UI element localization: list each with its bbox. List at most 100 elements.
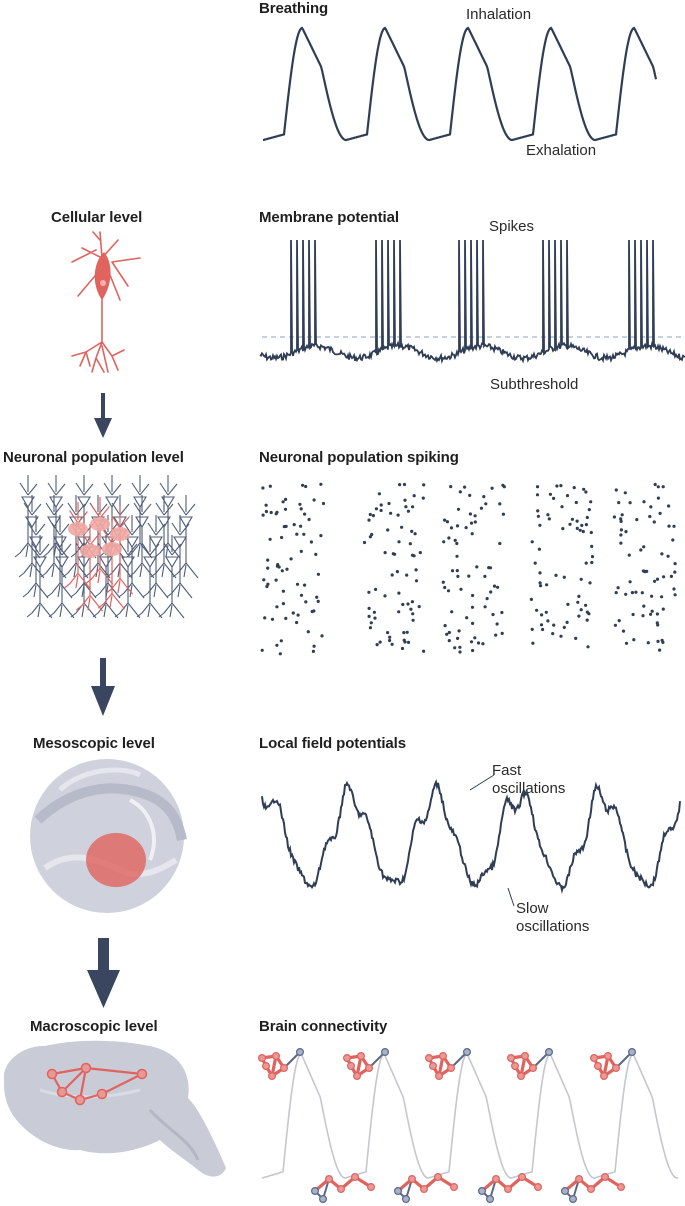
- pyramidal-neuron: [172, 495, 199, 579]
- lfp-title: Local field potentials: [259, 735, 406, 752]
- spike-dot: [575, 526, 579, 531]
- breathing-trace: [262, 26, 658, 142]
- network-node: [434, 1172, 443, 1181]
- spike-dot: [413, 532, 417, 536]
- spike-dot: [656, 496, 661, 500]
- spike-dot: [266, 566, 270, 570]
- spike-dot: [482, 495, 486, 499]
- spike-dot: [371, 514, 375, 518]
- spike-dot: [379, 503, 383, 507]
- network-node: [447, 1063, 456, 1072]
- spike-dot: [614, 488, 618, 492]
- network-node: [574, 1174, 583, 1183]
- spike-dot: [669, 574, 674, 579]
- spike-dot: [409, 607, 413, 611]
- spike-dot: [548, 492, 553, 496]
- network-node: [296, 1047, 305, 1056]
- spike-dot: [541, 627, 545, 632]
- network-node: [429, 1061, 438, 1070]
- spike-dot: [303, 512, 307, 516]
- spike-dot: [373, 616, 377, 620]
- spike-dot: [264, 509, 268, 514]
- pyramidal-neuron: [40, 495, 67, 579]
- spike-dot: [530, 540, 534, 544]
- spike-dot: [579, 608, 583, 612]
- spike-dot: [560, 505, 564, 509]
- spike-dot: [640, 591, 644, 595]
- spike-dot: [422, 649, 426, 653]
- spike-dot: [590, 555, 595, 559]
- spike-dot: [406, 509, 410, 513]
- spike-dot: [412, 554, 416, 558]
- spike-dot: [458, 650, 462, 654]
- macroscopic-level-label: Macroscopic level: [30, 1018, 158, 1035]
- spike-dot: [450, 569, 455, 573]
- spike-dot: [585, 515, 589, 520]
- pyramidal-neuron: [158, 535, 185, 619]
- spike-dot: [275, 605, 279, 609]
- spike-dot: [620, 513, 624, 517]
- spike-dot: [491, 612, 495, 617]
- spike-dot: [540, 613, 544, 617]
- spike-dot: [537, 547, 542, 551]
- breathing-title: Breathing: [259, 0, 329, 17]
- spike-dot: [414, 568, 418, 572]
- spike-dot: [456, 574, 460, 579]
- network-node: [435, 1071, 444, 1080]
- spike-dot: [302, 532, 306, 536]
- spike-dot: [671, 538, 675, 542]
- spike-dot: [453, 646, 457, 650]
- spike-dot: [408, 542, 412, 546]
- network-node: [599, 1071, 608, 1080]
- spike-dot: [660, 638, 664, 642]
- spike-dot: [260, 648, 264, 652]
- spike-dot: [642, 500, 646, 504]
- spike-dot: [401, 602, 405, 607]
- spike-dot: [655, 612, 660, 616]
- spike-dot: [643, 570, 647, 574]
- pyramidal-neuron: [48, 535, 75, 619]
- spike-dot: [661, 607, 665, 611]
- spike-dot: [562, 575, 566, 579]
- spike-dot: [555, 484, 559, 488]
- network-node: [357, 1051, 366, 1060]
- spike-dot: [476, 641, 481, 645]
- fast-oscillation-pointer: [469, 774, 495, 791]
- spike-dot: [492, 584, 497, 588]
- spike-dot: [291, 611, 295, 615]
- pyramidal-neuron: [136, 535, 163, 619]
- spike-dot: [471, 593, 475, 598]
- spike-dot: [404, 505, 408, 509]
- spike-dot: [473, 520, 477, 524]
- network-node: [544, 1047, 553, 1056]
- neuron-soma: [94, 252, 111, 300]
- spike-dot: [369, 621, 373, 625]
- spike-dot: [628, 580, 632, 584]
- spike-dot: [501, 512, 505, 516]
- spike-dot: [446, 589, 451, 593]
- spike-dot: [590, 560, 594, 565]
- spike-dot: [278, 652, 282, 656]
- spike-dot: [546, 619, 550, 623]
- spike-dot: [458, 645, 462, 649]
- network-node: [420, 1184, 429, 1193]
- spike-dot: [641, 614, 645, 618]
- spike-dot: [303, 583, 307, 587]
- spike-dot: [410, 600, 414, 604]
- spike-dot: [575, 519, 579, 523]
- network-node: [528, 1063, 537, 1072]
- spike-dot: [367, 518, 371, 522]
- spike-dot: [449, 526, 454, 530]
- spike-dot: [275, 564, 279, 568]
- spike-dot: [639, 548, 643, 552]
- spike-dot: [261, 486, 265, 490]
- spike-dot: [389, 511, 393, 515]
- spike-dot: [312, 644, 316, 648]
- spike-dot: [535, 493, 540, 497]
- network-node: [616, 1182, 625, 1191]
- spike-dot: [442, 540, 446, 544]
- spike-dot: [370, 532, 374, 537]
- fast-oscillations-annotation: Fast oscillations: [492, 762, 566, 797]
- spike-dot: [648, 514, 652, 519]
- spike-dot: [473, 514, 477, 518]
